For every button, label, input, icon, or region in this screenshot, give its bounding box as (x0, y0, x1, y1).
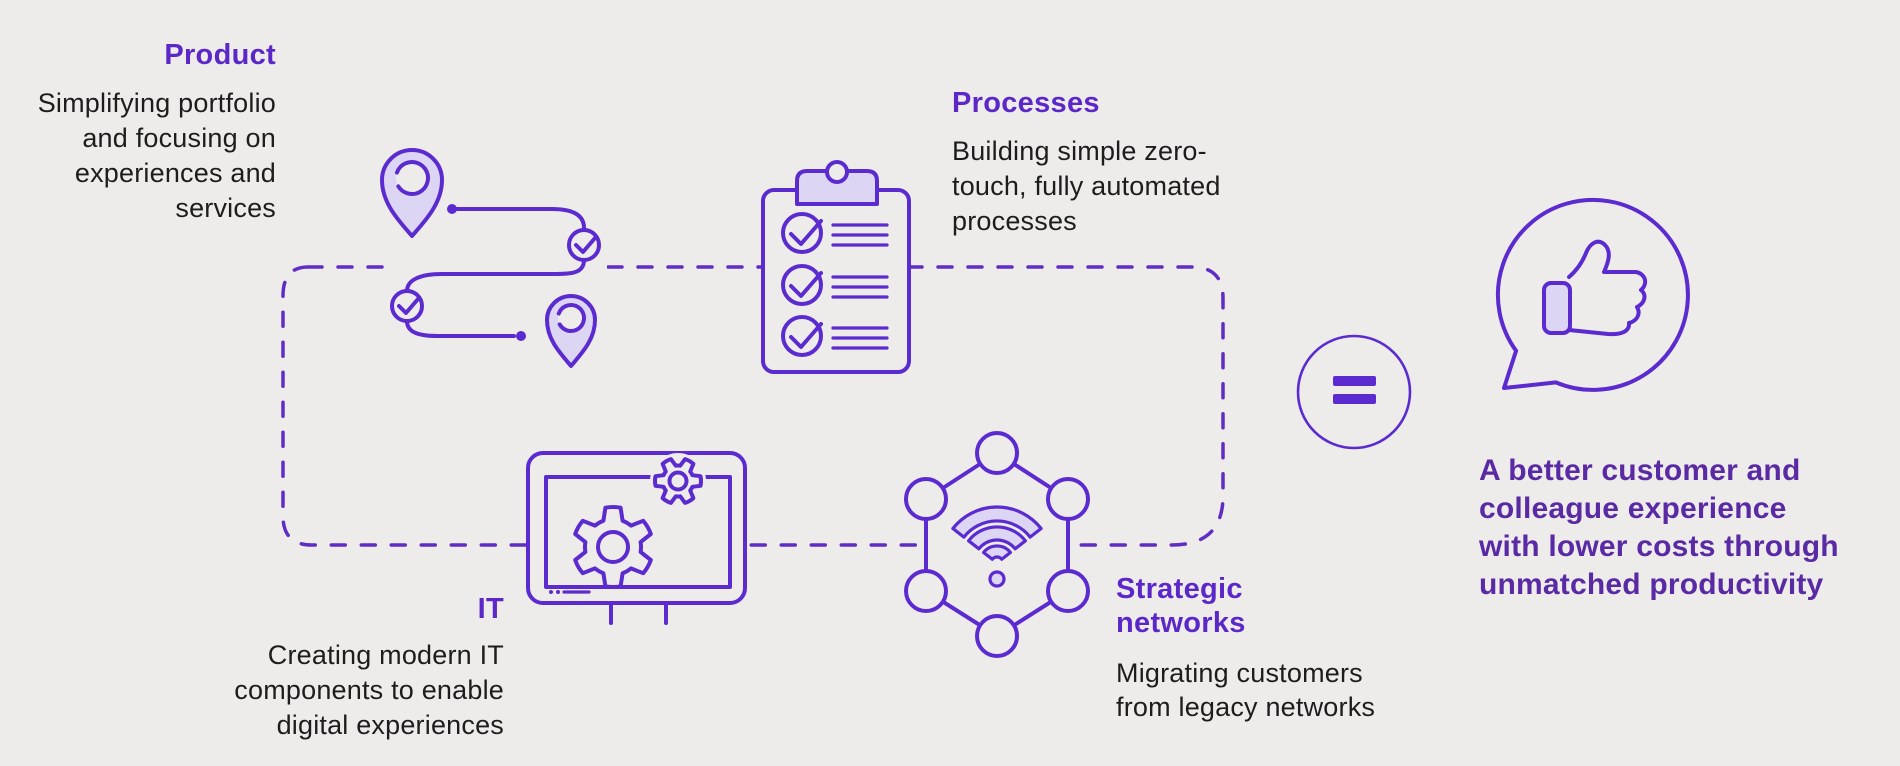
section-title-it: IT (477, 593, 504, 625)
equals-icon (1296, 334, 1412, 450)
large-gear (573, 504, 653, 590)
journey-route-icon (380, 148, 601, 368)
thumb-hand (1567, 239, 1648, 337)
section-title-processes: Processes (952, 87, 1100, 119)
section-strategic-networks: Strategic networks Migrating customers f… (1116, 572, 1446, 724)
wifi-icon (951, 505, 1043, 588)
checklist-row (781, 212, 889, 254)
checklist-row (781, 264, 889, 306)
checklist-row (781, 315, 889, 357)
section-desc-processes: Building simple zero- touch, fully autom… (952, 136, 1221, 236)
section-processes: Processes Building simple zero- touch, f… (952, 86, 1282, 239)
checklist-clipboard-icon (761, 160, 911, 374)
dashed-route-path (281, 265, 1225, 547)
monitor-stand-base (570, 624, 706, 644)
section-desc-it: Creating modern IT components to enable … (234, 640, 504, 740)
thumb-cuff (1542, 281, 1572, 335)
small-gear (652, 457, 704, 505)
monitor-gears-icon (526, 451, 747, 644)
section-title-product: Product (164, 39, 276, 71)
section-desc-product: Simplifying portfolio and focusing on ex… (37, 88, 276, 223)
network-hexagon-wifi-icon (904, 431, 1090, 658)
section-title-strategic-networks: Strategic networks (1116, 573, 1246, 639)
outcome-statement: A better customer and colleague experien… (1479, 454, 1839, 601)
section-it: IT Creating modern IT components to enab… (158, 592, 504, 743)
section-product: Product Simplifying portfolio and focusi… (18, 38, 276, 226)
thumbs-up-speech-bubble-icon (1495, 197, 1690, 392)
section-desc-strategic-networks: Migrating customers from legacy networks (1116, 658, 1376, 722)
